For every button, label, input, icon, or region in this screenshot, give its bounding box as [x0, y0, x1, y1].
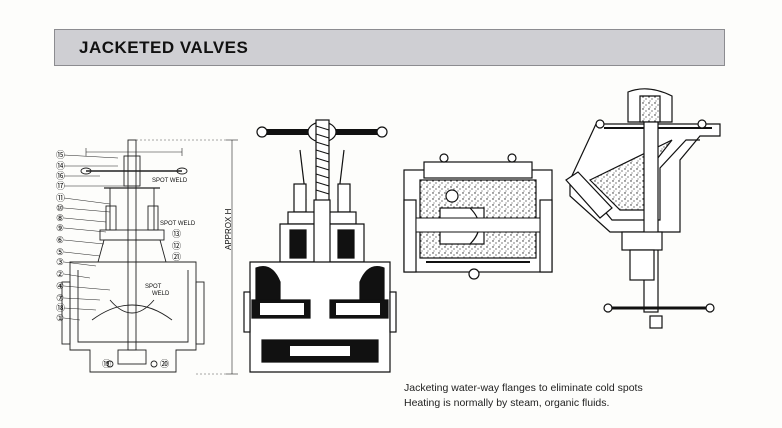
callout: ㉑: [172, 252, 181, 262]
callout: ⑱: [56, 303, 65, 313]
callout: ⑳: [160, 359, 169, 369]
callout: ②: [56, 269, 64, 279]
spot-weld-label: SPOT WELD: [152, 178, 188, 184]
callout: ⑮: [56, 150, 65, 160]
callout: ①: [56, 313, 64, 323]
callout: ⑫: [172, 241, 181, 251]
spot-weld-label: WELD: [152, 291, 170, 297]
callout: ⑲: [102, 359, 111, 369]
callout: ⑧: [56, 213, 64, 223]
callout: ④: [56, 281, 64, 291]
callout: ⑪: [56, 193, 65, 203]
callout: ⑨: [56, 223, 64, 233]
caption: Jacketing water-way flanges to eliminate…: [404, 381, 643, 411]
sectional-valve-drawing: [61, 139, 238, 375]
callout: ⑦: [56, 293, 64, 303]
caption-line: Jacketing water-way flanges to eliminate…: [404, 382, 643, 394]
spot-weld-label: SPOT WELD: [160, 221, 196, 227]
callout: ⑰: [56, 181, 65, 191]
callout: ⑤: [56, 247, 64, 257]
jacketed-check-valve-drawing: [403, 153, 553, 280]
callout: ⑭: [56, 161, 65, 171]
jacketed-gate-valve-drawing: [243, 119, 397, 373]
callout: ⑯: [56, 171, 65, 181]
caption-line: Heating is normally by steam, organic fl…: [404, 397, 610, 409]
callout: ⑥: [56, 235, 64, 245]
spot-weld-label: SPOT: [145, 284, 162, 290]
jacketed-y-valve-drawing: [565, 88, 721, 329]
callout: ⑩: [56, 203, 64, 213]
dimension-label: APPROX H: [224, 208, 233, 250]
callout: ⑬: [172, 229, 181, 239]
callout-numbers: ⑮ ⑭ ⑯ ⑰ ⑪ ⑩ ⑧ ⑨ ⑥ ⑤ ③ ② ④ ⑦ ⑱ ① ⑬ ⑫ ㉑ ⑲ …: [56, 150, 233, 369]
section-header: JACKETED VALVES: [54, 29, 725, 66]
page-title: JACKETED VALVES: [79, 38, 249, 57]
callout: ③: [56, 257, 64, 267]
